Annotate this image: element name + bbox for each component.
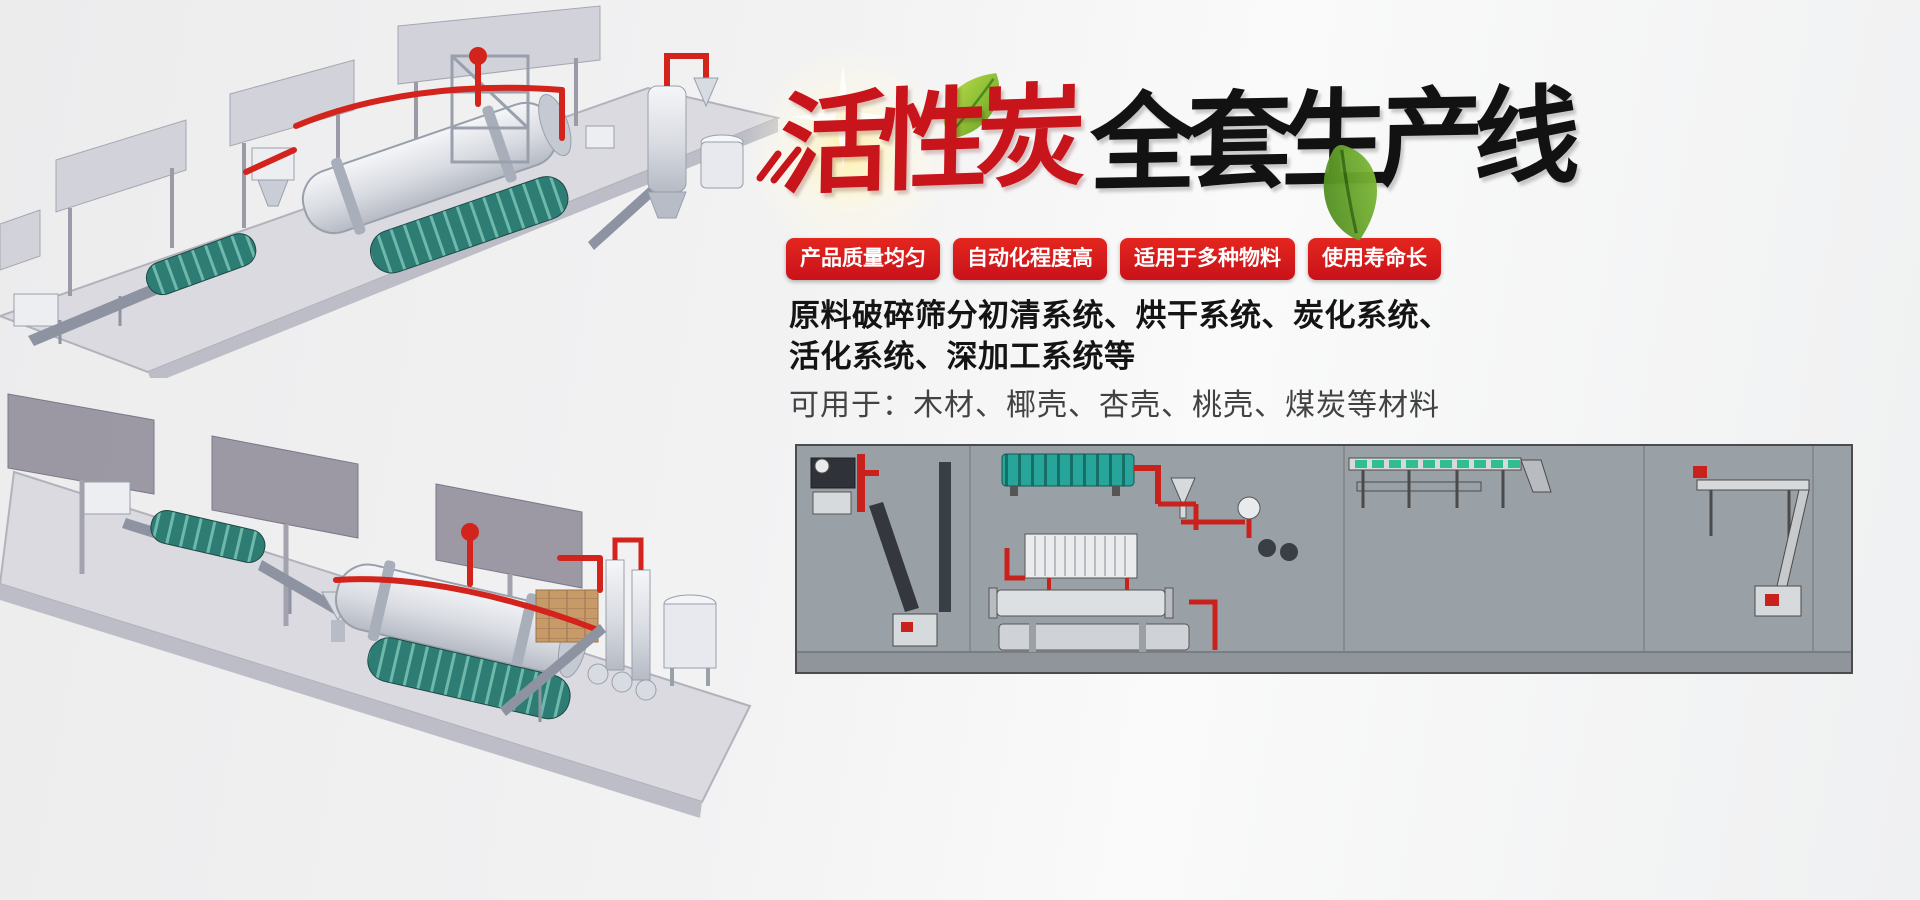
activation-section xyxy=(998,599,1218,652)
discharge-conveyor-section xyxy=(1348,457,1552,508)
distillation-columns xyxy=(605,537,651,681)
overhead-sign-boards xyxy=(0,5,601,271)
title-red-text: 活性炭 xyxy=(778,71,1076,211)
small-rotary-screen xyxy=(145,233,257,296)
rotary-screen xyxy=(150,510,266,563)
description: 原料破碎筛分初清系统、烘干系统、炭化系统、 活化系统、深加工系统等 可用于：木材… xyxy=(789,296,1451,426)
brush-accent-icon xyxy=(756,146,802,184)
hopper-box xyxy=(251,147,295,207)
pipe-valve xyxy=(469,47,487,65)
dryer-section xyxy=(1001,453,1298,561)
feed-section xyxy=(810,454,951,647)
production-line-schematic xyxy=(795,444,1853,674)
pipe-valve xyxy=(461,523,479,541)
schematic-drawing xyxy=(797,446,1851,672)
small-tanks xyxy=(587,663,657,701)
carbonization-section xyxy=(988,578,1174,619)
wall-seams xyxy=(969,446,1814,672)
systems-line-1: 原料破碎筛分初清系统、烘干系统、炭化系统、 xyxy=(789,298,1451,334)
feature-badge: 自动化程度高 xyxy=(953,238,1107,280)
feature-badge: 适用于多种物料 xyxy=(1120,238,1295,280)
packing-section xyxy=(1693,466,1810,617)
storage-tank xyxy=(663,594,717,686)
production-render-bottom xyxy=(0,393,752,818)
overhead-sign-boards xyxy=(7,393,583,589)
production-render-top xyxy=(0,5,780,378)
feature-badge: 产品质量均匀 xyxy=(786,238,940,280)
systems-line-2: 活化系统、深加工系统等 xyxy=(789,339,1136,375)
cooler-section xyxy=(1004,533,1138,581)
feature-badge: 使用寿命长 xyxy=(1308,238,1441,280)
red-piping xyxy=(333,535,603,633)
floor-strip xyxy=(797,652,1851,672)
sparkle-icon xyxy=(790,64,896,170)
furnace-and-cyclone xyxy=(585,53,744,250)
carbonization-drum xyxy=(370,176,569,274)
transfer-conveyor xyxy=(258,560,338,614)
materials-line: 可用于：木材、椰壳、杏壳、桃壳、煤炭等材料 xyxy=(789,388,1440,423)
feature-badges: 产品质量均匀 自动化程度高 适用于多种物料 使用寿命长 xyxy=(786,238,1441,280)
red-piping xyxy=(243,59,565,175)
leaf-icon xyxy=(943,73,1000,138)
banner-title: 活性炭 全套生产线 xyxy=(779,72,1571,210)
leaf-icon xyxy=(1323,145,1378,241)
feeder-and-conveyor xyxy=(13,280,168,346)
elevator-conveyor xyxy=(500,624,606,722)
brick-kiln xyxy=(535,589,599,643)
